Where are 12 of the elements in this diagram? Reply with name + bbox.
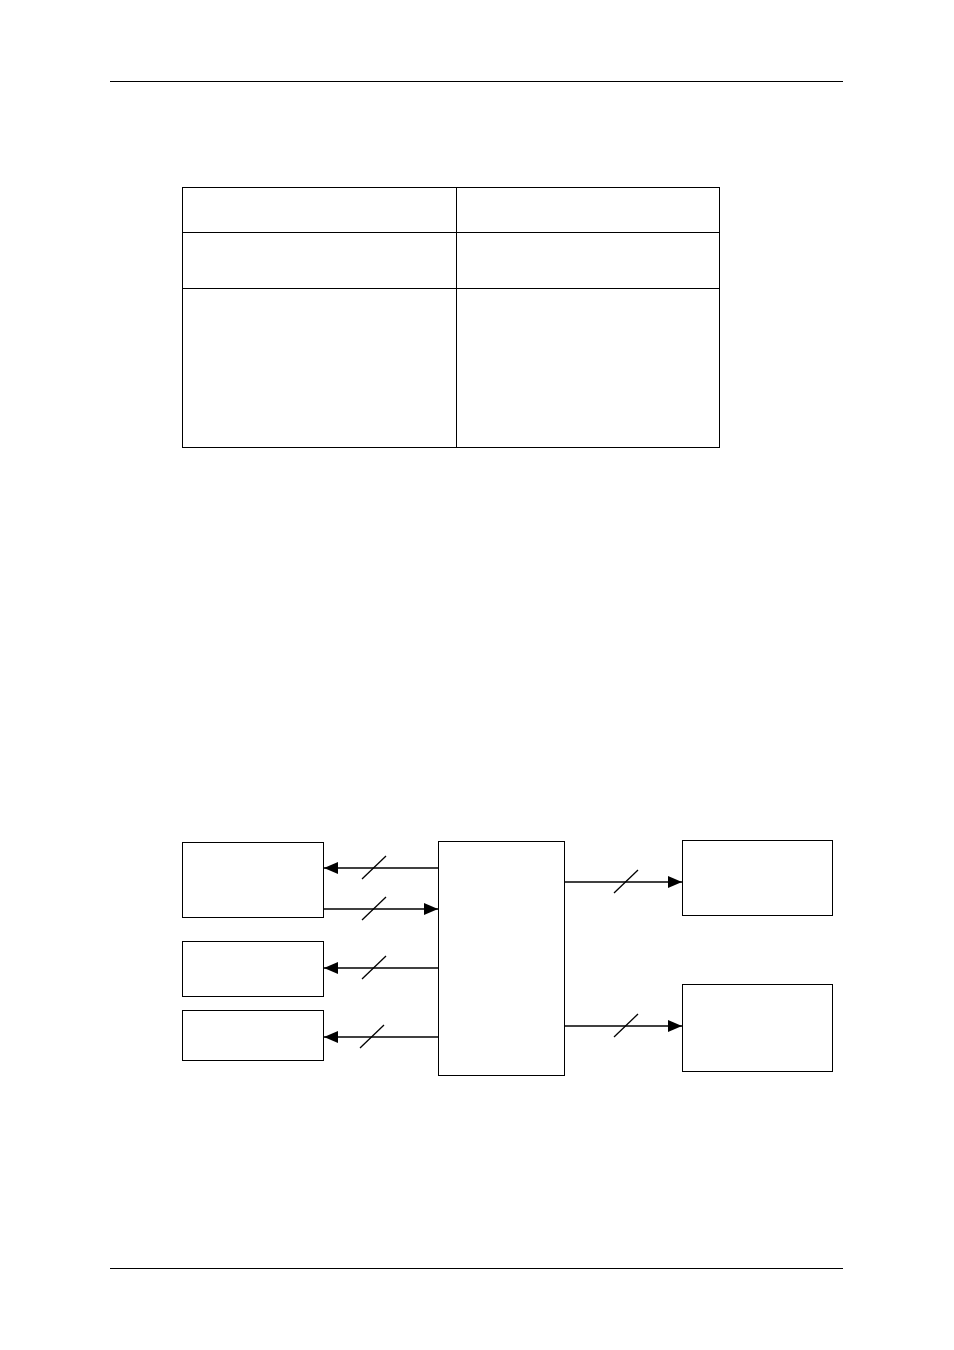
arrow <box>323 903 439 915</box>
block-box <box>182 842 324 918</box>
block-box <box>682 984 833 1072</box>
arrow <box>564 876 683 888</box>
block-box <box>438 841 565 1076</box>
arrow <box>323 1031 439 1043</box>
arrow <box>323 962 439 974</box>
block-box <box>182 1010 324 1061</box>
arrow <box>564 1020 683 1032</box>
block-box <box>182 941 324 997</box>
block-box <box>682 840 833 916</box>
arrow <box>323 862 439 874</box>
